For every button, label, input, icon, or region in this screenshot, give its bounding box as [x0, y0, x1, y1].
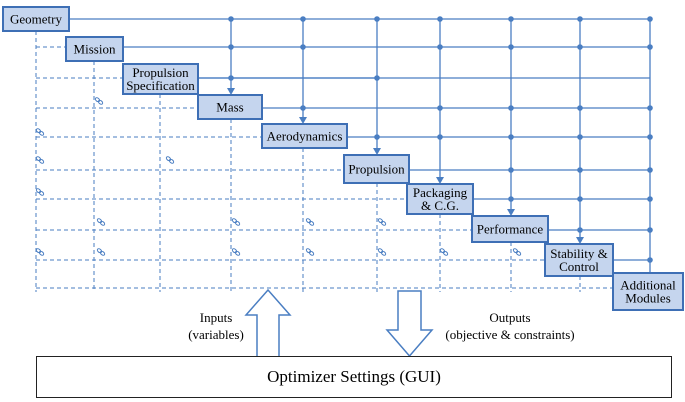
module-box-mission [65, 36, 124, 62]
dot-marker [437, 16, 443, 22]
module-box-aerodynamics [261, 123, 348, 149]
chain-link-icon [231, 248, 241, 256]
dot-marker [647, 105, 653, 111]
module-box-mass [197, 94, 263, 120]
dot-marker [647, 16, 653, 22]
dot-marker [374, 134, 380, 140]
dot-marker [577, 44, 583, 50]
chain-link-icon [377, 218, 387, 226]
dot-marker [437, 134, 443, 140]
chain-link-icon [35, 188, 45, 196]
dot-marker [508, 105, 514, 111]
dot-marker [300, 44, 306, 50]
dot-marker [508, 134, 514, 140]
dot-marker [300, 105, 306, 111]
dot-marker [300, 16, 306, 22]
arrow-marker [299, 117, 307, 124]
module-label-stability-control: Control [559, 259, 599, 274]
dot-marker [437, 44, 443, 50]
module-box-propulsion [343, 154, 410, 184]
module-box-performance [471, 215, 549, 243]
module-label-mission: Mission [74, 42, 116, 57]
chain-link-icon [305, 218, 315, 226]
arrow-marker [576, 237, 584, 244]
dot-marker [508, 44, 514, 50]
dot-marker [374, 75, 380, 81]
chain-link-icon [96, 248, 106, 256]
up-arrow-icon [244, 288, 292, 359]
optimizer-label: Optimizer Settings (GUI) [267, 367, 441, 386]
module-label-geometry: Geometry [10, 12, 62, 27]
arrow-marker [227, 88, 235, 95]
module-label-additional-modules: Modules [625, 291, 671, 306]
dot-marker [508, 16, 514, 22]
chain-link-icon [35, 248, 45, 256]
arrow-marker [373, 148, 381, 155]
outputs-label: (objective & constraints) [445, 327, 574, 342]
dot-marker [577, 196, 583, 202]
module-label-propulsion-specification: Specification [126, 78, 195, 93]
dot-marker [508, 167, 514, 173]
dot-marker [647, 257, 653, 263]
chain-link-icon [35, 128, 45, 136]
dot-marker [577, 105, 583, 111]
dot-marker [577, 167, 583, 173]
module-label-stability-control: Stability & [550, 246, 607, 261]
dot-marker [647, 196, 653, 202]
dot-marker [374, 16, 380, 22]
dot-marker [647, 44, 653, 50]
dot-marker [577, 227, 583, 233]
arrow-marker [507, 209, 515, 216]
module-label-additional-modules: Additional [620, 278, 676, 293]
chain-link-icon [377, 248, 387, 256]
module-label-propulsion-specification: Propulsion [132, 65, 189, 80]
outputs-label: Outputs [489, 310, 530, 325]
chain-link-icon [96, 218, 106, 226]
module-label-packaging-cg: Packaging [413, 185, 468, 200]
chain-link-icon [35, 156, 45, 164]
arrow-marker [436, 177, 444, 184]
chain-link-icon [94, 97, 104, 105]
dot-marker [228, 44, 234, 50]
module-label-propulsion: Propulsion [348, 162, 405, 177]
module-box-propulsion-specification [122, 63, 199, 95]
module-box-geometry [2, 6, 70, 32]
dot-marker [647, 227, 653, 233]
inputs-label: (variables) [188, 327, 244, 342]
module-label-mass: Mass [216, 100, 243, 115]
module-label-performance: Performance [477, 222, 544, 237]
dot-marker [508, 196, 514, 202]
dot-marker [437, 105, 443, 111]
chain-link-icon [231, 218, 241, 226]
chain-link-icon [512, 248, 522, 256]
dot-marker [228, 16, 234, 22]
module-box-additional-modules [612, 272, 684, 311]
chain-link-icon [305, 248, 315, 256]
module-label-aerodynamics: Aerodynamics [267, 129, 343, 144]
dot-marker [577, 134, 583, 140]
down-arrow-icon [385, 290, 434, 358]
module-box-stability-control [544, 243, 614, 277]
module-label-packaging-cg: & C.G. [421, 198, 459, 213]
inputs-label: Inputs [200, 310, 233, 325]
chain-link-icon [165, 156, 175, 164]
dot-marker [647, 134, 653, 140]
chain-link-icon [439, 248, 449, 256]
dot-marker [577, 16, 583, 22]
optimizer-settings-box[interactable]: Optimizer Settings (GUI) [36, 356, 672, 398]
dot-marker [647, 167, 653, 173]
module-box-packaging-cg [406, 183, 474, 215]
dot-marker [228, 75, 234, 81]
